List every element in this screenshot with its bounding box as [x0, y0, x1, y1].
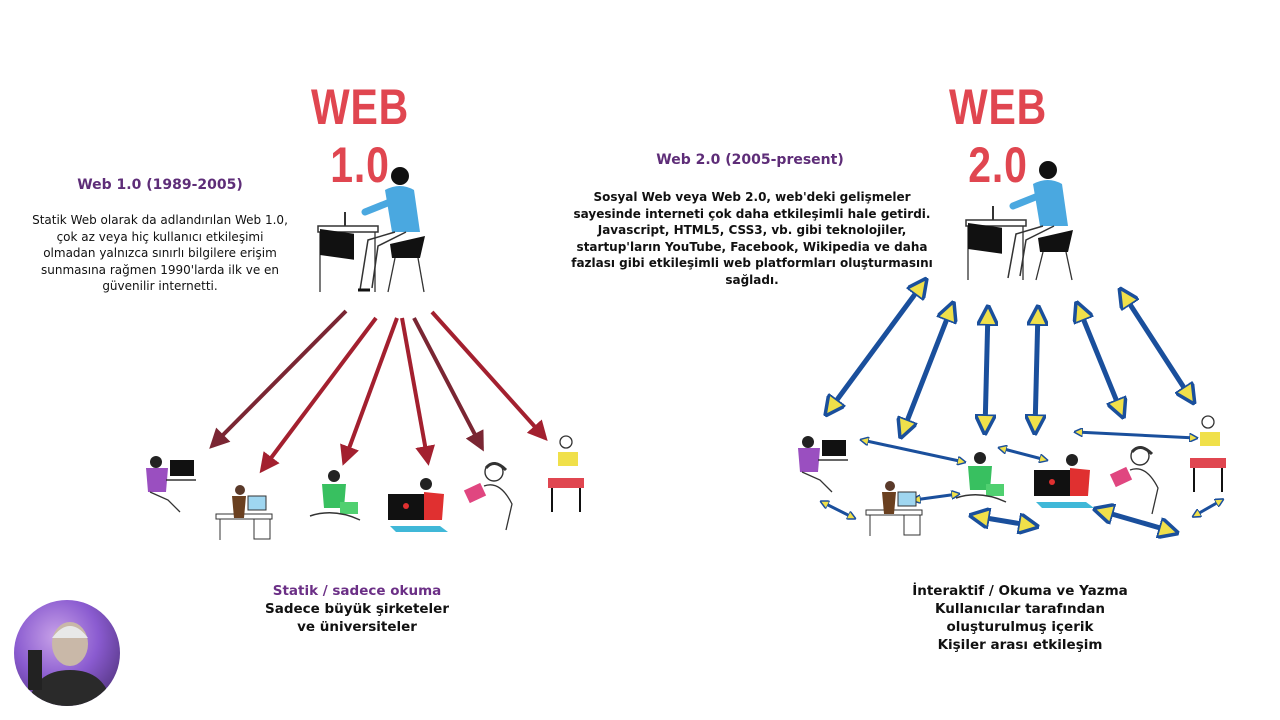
web2-footer: İnteraktif / Okuma ve Yazma Kullanıcılar… [870, 582, 1170, 654]
web2-user-woman-laptop [798, 436, 848, 493]
web2-subtitle: Web 2.0 (2005-present) [656, 152, 844, 168]
web2-user-man-chair [1190, 415, 1226, 492]
web2-title: WEB 2.0 [948, 79, 1048, 193]
web1-footer-line1: Sadece büyük şirketeler [264, 601, 450, 617]
web2-user-green-laptop [955, 452, 1007, 503]
web2-user-woman-tablet [1109, 446, 1159, 515]
web1-user-woman-laptop [146, 456, 196, 513]
web1-server-person-illustration [317, 167, 425, 293]
web2-footer-line3: oluşturulmuş içerik [946, 619, 1094, 635]
web1-footer: Statik / sadece okuma Sadece büyük şirke… [212, 582, 502, 636]
web1-description: Statik Web olarak da adlandırılan Web 1.… [32, 213, 288, 293]
web1-arrows [209, 309, 548, 474]
web2-footer-line1: İnteraktif / Okuma ve Yazma [912, 583, 1128, 599]
web1-user-man-desk [215, 485, 273, 540]
web2-arrows [828, 282, 1192, 532]
web1-user-green-laptop [309, 470, 361, 521]
web1-subtitle: Web 1.0 (1989-2005) [77, 177, 243, 193]
web2-description: Sosyal Web veya Web 2.0, web'deki gelişm… [571, 190, 933, 287]
presenter-webcam [14, 600, 120, 706]
web2-user-red-monitor [1034, 454, 1094, 508]
web2-small-arrows [822, 432, 1222, 518]
web1-user-woman-tablet [463, 462, 513, 531]
web2-footer-line4: Kişiler arası etkileşim [937, 637, 1103, 653]
web2-user-man-desk [865, 481, 923, 536]
web1-footer-accent: Statik / sadece okuma [272, 583, 442, 599]
web2-server-person-illustration [965, 161, 1073, 281]
presenter-silhouette-icon [28, 622, 112, 706]
web2-footer-line2: Kullanıcılar tarafından [935, 601, 1105, 617]
web1-title: WEB 1.0 [310, 79, 410, 193]
web1-footer-line2: ve üniversiteler [297, 619, 417, 635]
web1-user-man-chair [548, 435, 584, 512]
web1-user-red-monitor [388, 478, 448, 532]
